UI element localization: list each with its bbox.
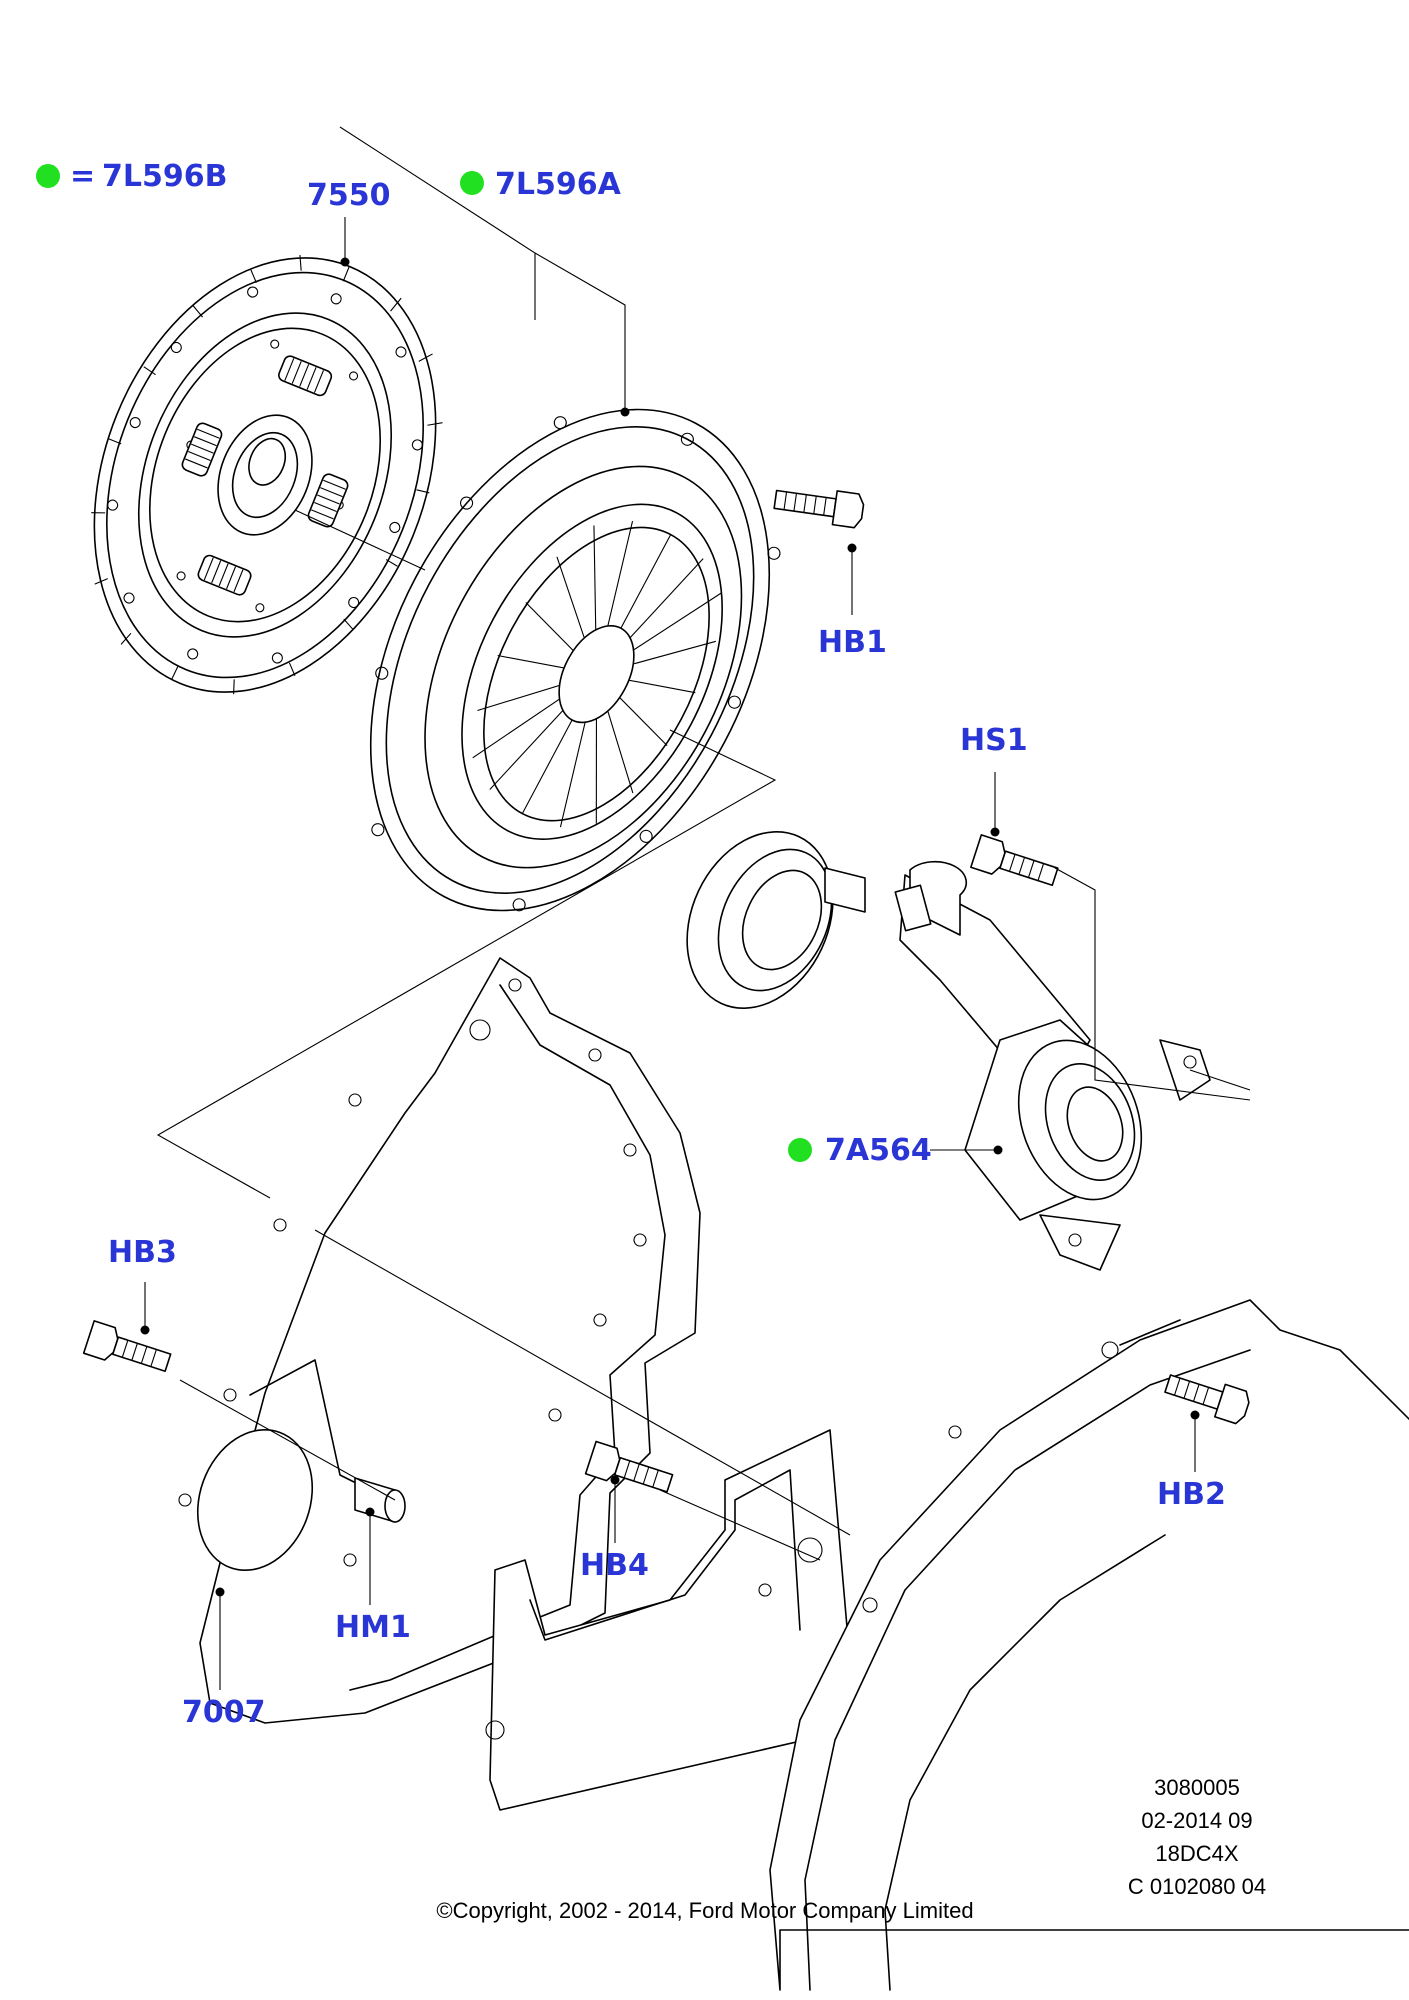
illustration-model-code: 18DC4X	[1155, 1841, 1238, 1866]
engine-adaptor-plate	[178, 957, 701, 1724]
callout-7007[interactable]: 7007	[182, 1695, 266, 1730]
bolt-hb1	[773, 489, 865, 529]
release-bearing	[686, 831, 866, 1009]
clutch-disc	[91, 255, 443, 695]
legend-equals: =	[70, 159, 95, 194]
damper-springs	[181, 355, 349, 596]
plate-holes	[178, 978, 647, 1567]
slave-cylinder	[894, 860, 1211, 1271]
illustration-info: 3080005 02-2014 09 18DC4X C 0102080 04	[1128, 1775, 1266, 1899]
illustration-date: 02-2014 09	[1141, 1808, 1252, 1833]
illustration-number: 3080005	[1154, 1775, 1240, 1800]
pressure-plate	[369, 408, 781, 912]
bolt-hb3	[82, 1320, 172, 1373]
bolt-hs1	[970, 834, 1059, 887]
legend-code: 7L596B	[102, 159, 227, 194]
green-dot-icon	[788, 1138, 812, 1162]
green-dot-icon	[460, 171, 484, 195]
bolt-hb2	[1164, 1374, 1250, 1425]
callout-7550[interactable]: 7550	[307, 178, 391, 213]
callouts: 7550 7L596A HB1 HS1 7A564 HB3 HB2 HB4 HM…	[108, 167, 1226, 1730]
callout-hb3[interactable]: HB3	[108, 1235, 177, 1270]
green-dot-icon	[36, 164, 60, 188]
bolt-hb4	[584, 1440, 674, 1493]
callout-hb4[interactable]: HB4	[580, 1548, 649, 1583]
friction-segments	[91, 255, 443, 695]
callout-hb1[interactable]: HB1	[818, 625, 887, 660]
callout-7L596A[interactable]: 7L596A	[495, 167, 622, 202]
dowel-hm1	[354, 1477, 406, 1523]
leader-lines	[144, 126, 1251, 1690]
leader-dots	[140, 257, 1200, 1597]
copyright-notice: ©Copyright, 2002 - 2014, Ford Motor Comp…	[436, 1898, 973, 1923]
legend: = 7L596B	[36, 159, 227, 194]
callout-hb2[interactable]: HB2	[1157, 1477, 1226, 1512]
callout-hm1[interactable]: HM1	[335, 1610, 411, 1645]
callout-hs1[interactable]: HS1	[960, 723, 1028, 758]
transmission-housing	[769, 1299, 1409, 1991]
mounting-holes	[371, 416, 781, 912]
callout-7A564[interactable]: 7A564	[825, 1133, 932, 1168]
illustration-reference: C 0102080 04	[1128, 1874, 1266, 1899]
